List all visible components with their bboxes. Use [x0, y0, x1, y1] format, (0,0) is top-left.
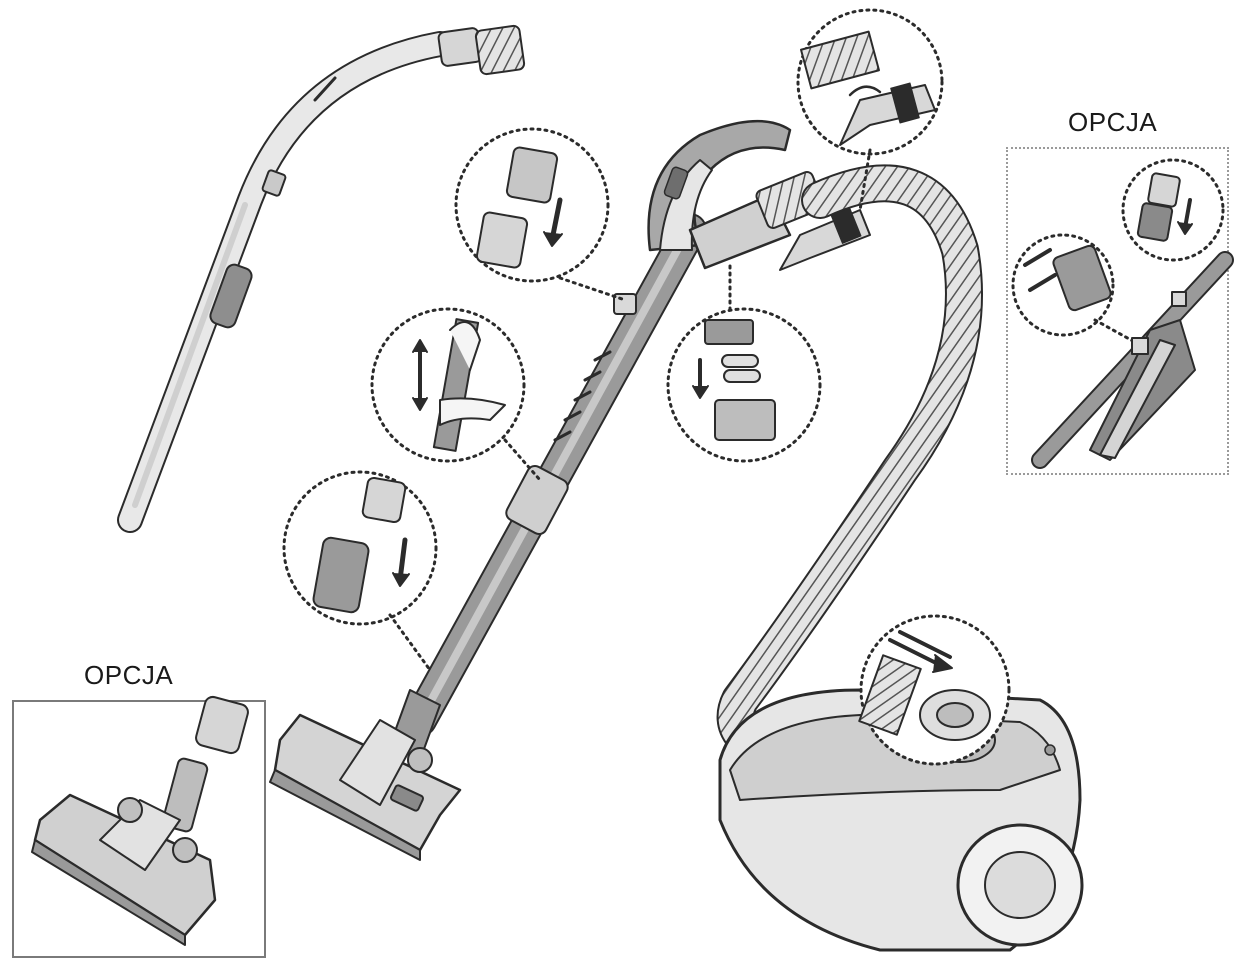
main-floor-nozzle	[269, 689, 462, 861]
option-floor-nozzle-illustration	[31, 695, 249, 946]
leader-line	[503, 438, 542, 482]
option-frame-pipe-clip	[1006, 147, 1229, 475]
leader-line	[558, 276, 627, 302]
detail-hose-inlet-content	[858, 630, 991, 741]
option-label-bottom: OPCJA	[84, 660, 174, 690]
detail-circle-option-clip-a	[1121, 158, 1225, 262]
main-wand	[403, 119, 871, 737]
detail-circle-battery	[666, 307, 822, 463]
detail-nozzle-joint-content	[312, 476, 410, 614]
leader-line	[388, 613, 432, 672]
detail-battery-content	[692, 319, 776, 441]
option-frame-floor-nozzle	[12, 700, 266, 958]
flexible-hose	[716, 164, 983, 779]
leader-line	[858, 148, 872, 212]
detail-handle-joint-content	[475, 146, 563, 269]
detail-telescopic-content	[412, 318, 506, 452]
option-label-top: OPCJA	[1068, 107, 1158, 137]
standalone-wand	[117, 24, 526, 533]
detail-hose-tool-content	[800, 30, 936, 146]
option-pipe-clip-illustration	[1023, 172, 1234, 469]
